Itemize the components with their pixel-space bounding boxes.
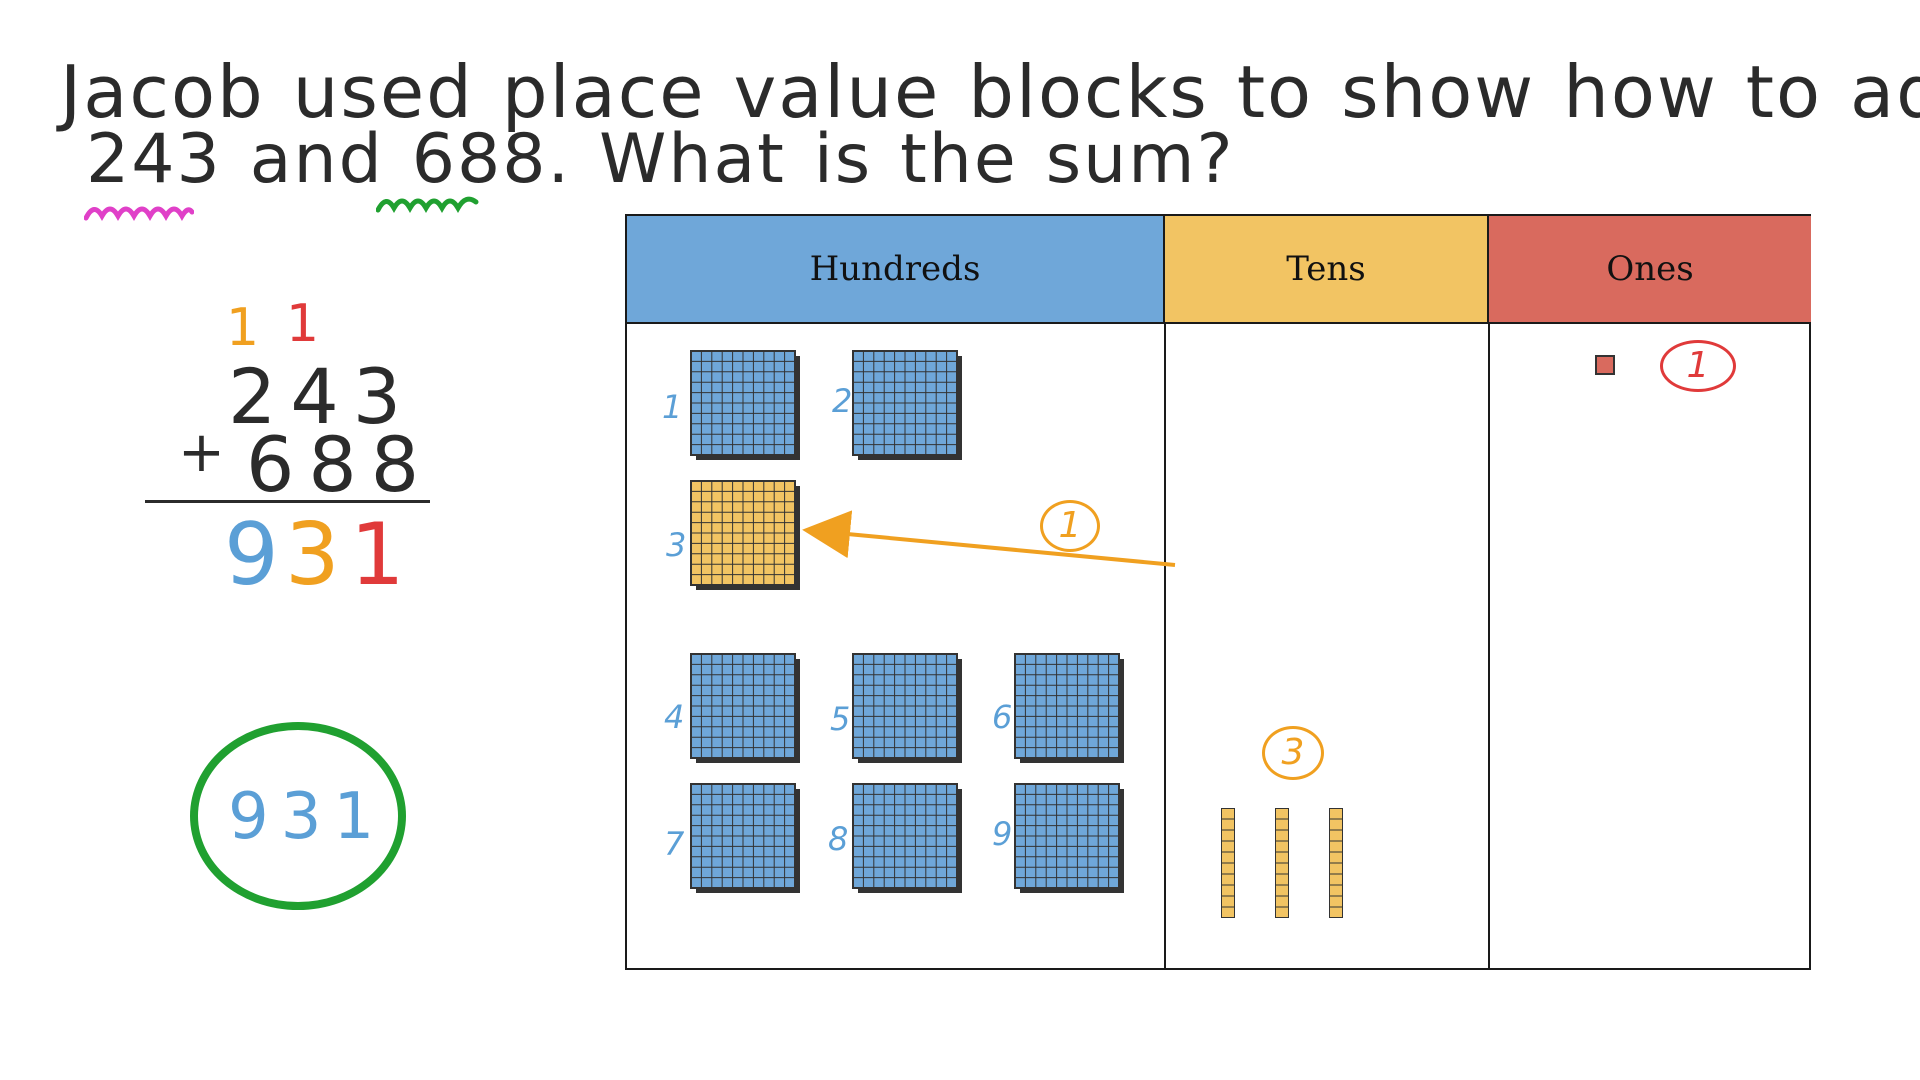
highlight-squiggle-688 [376, 196, 479, 214]
hundred-flat [852, 783, 964, 895]
q-word: show [1341, 50, 1536, 134]
question-line-1: Jacobusedplacevalueblockstoshowhowtoadd [60, 50, 1920, 134]
q-word: value [733, 50, 941, 134]
hundred-flat [690, 783, 802, 895]
q-word: how [1563, 50, 1718, 134]
carry-digit-tens: 1 [286, 294, 320, 354]
flat-count-label: 8 [828, 820, 849, 858]
ones-count-circle: 1 [1660, 340, 1736, 392]
header-ones: Ones [1489, 216, 1811, 324]
hundred-flat [852, 653, 964, 765]
one-cube [1595, 355, 1615, 375]
q-word: the [900, 120, 1018, 199]
header-tens: Tens [1165, 216, 1489, 324]
flat-count-label: 5 [830, 700, 851, 738]
q-word: blocks [968, 50, 1209, 134]
flat-count-label: 3 [666, 526, 687, 564]
highlight-squiggle-243 [84, 206, 194, 222]
ten-rod [1275, 808, 1289, 918]
flat-count-label: 9 [992, 815, 1013, 853]
column-divider [1164, 324, 1166, 968]
q-number-688: 688. [411, 120, 572, 199]
sum-digit-tens: 3 [285, 505, 340, 605]
place-value-table: Hundreds Tens Ones [625, 214, 1811, 970]
q-word: What [599, 120, 786, 199]
q-word: and [249, 120, 384, 199]
q-word: to [1745, 50, 1823, 134]
addend-bottom: 688 [246, 420, 434, 509]
hundred-flat [1014, 783, 1126, 895]
q-word: is [813, 120, 873, 199]
tens-count-circle: 3 [1262, 726, 1324, 780]
regroup-circle-label: 1 [1040, 500, 1100, 552]
flat-count-label: 7 [664, 825, 685, 863]
hundred-flat [690, 350, 802, 462]
hundred-flat [852, 350, 964, 462]
addend-top: 243 [228, 352, 416, 441]
q-word: place [501, 50, 706, 134]
plus-sign: + [178, 420, 225, 485]
q-word: sum? [1045, 120, 1235, 199]
q-word: to [1236, 50, 1314, 134]
flat-count-label: 2 [832, 382, 853, 420]
flat-count-label: 6 [992, 698, 1013, 736]
q-number-243: 243 [86, 120, 222, 199]
answer-circle [190, 722, 406, 910]
hundred-flat-regrouped [690, 480, 802, 592]
hundred-flat [690, 653, 802, 765]
hundred-flat [1014, 653, 1126, 765]
sum-line [145, 500, 430, 503]
q-word: add [1850, 50, 1920, 134]
header-hundreds: Hundreds [627, 216, 1165, 324]
carry-digit-hundreds: 1 [226, 298, 260, 358]
sum-digit-ones: 1 [350, 505, 405, 605]
ten-rod [1221, 808, 1235, 918]
sum-digit-hundreds: 9 [224, 505, 279, 605]
q-word: used [292, 50, 474, 134]
column-divider [1488, 324, 1490, 968]
q-word: Jacob [60, 50, 265, 134]
flat-count-label: 1 [662, 388, 683, 426]
answer-value: 931 [228, 780, 387, 854]
flat-count-label: 4 [664, 698, 685, 736]
ten-rod [1329, 808, 1343, 918]
